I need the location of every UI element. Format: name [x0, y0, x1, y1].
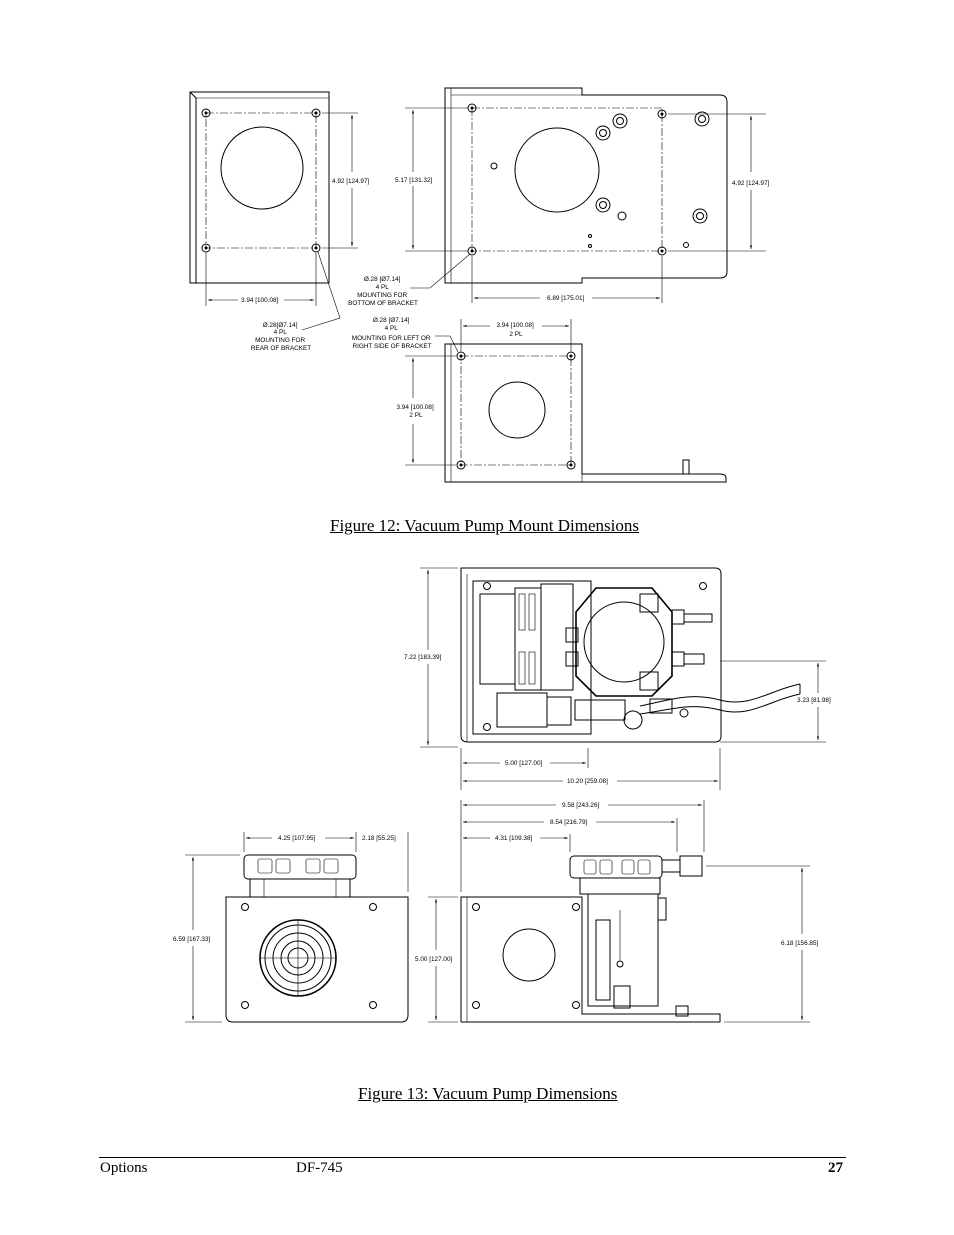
side-mount-holes	[456, 351, 576, 470]
fan-grille-icon	[259, 919, 337, 997]
pump-top-width-dim-1: 5.00 [127.00]	[505, 760, 543, 767]
pump-top-width-dim-2: 10.20 [259.08]	[567, 778, 608, 785]
bottom-height-dim: 5.17 [131.32]	[395, 177, 433, 184]
footer-section: Options	[100, 1160, 148, 1176]
side-hole-note-line1: Ø.28 [Ø7.14]	[373, 317, 410, 324]
figure-13-caption: Figure 13: Vacuum Pump Dimensions	[358, 1084, 618, 1103]
rear-hole-note-line3: MOUNTING FOR	[255, 337, 305, 344]
rear-width-dim: 3.94 [100.08]	[241, 297, 279, 304]
fig13-pump-front-view: 4.25 [107.95] 2.18 [55.25] 6.59 [167.33]	[173, 832, 409, 1023]
bottom-width-dim: 6.89 [175.01]	[547, 295, 585, 302]
side-hole-note-line4: RIGHT SIDE OF BRACKET	[352, 343, 431, 350]
pump-side-dim-1: 9.58 [243.26]	[562, 802, 600, 809]
pump-side-left-height-dim: 5.00 [127.00]	[415, 956, 453, 963]
figure-12-caption: Figure 12: Vacuum Pump Mount Dimensions	[330, 516, 639, 535]
side-height-dim-qty: 2 PL	[409, 412, 423, 419]
pump-side-dim-2: 8.54 [216.79]	[550, 819, 588, 826]
footer-divider	[99, 1157, 846, 1158]
rear-hole-note-line4: REAR OF BRACKET	[251, 345, 311, 352]
pump-front-height-dim: 6.59 [167.33]	[173, 936, 211, 943]
fig12-side-bracket-view: 3.94 [100.08] 2 PL 3.94 [100.08] 2 PL Ø.…	[352, 317, 727, 483]
rear-mount-holes	[201, 108, 321, 253]
svg-text:3.94 [100.08] 2 PL: 3.94 [100.08] 2 PL	[396, 404, 435, 419]
pump-front-dim-b: 2.18 [55.25]	[362, 835, 396, 842]
side-top-dim: 3.94 [100.08]	[496, 322, 534, 329]
pump-top-height-dim: 7.22 [183.39]	[404, 654, 442, 661]
svg-text:Ø.28[Ø7.14] 4 PL M: Ø.28[Ø7.14] 4 PL MOUNTING FOR REAR OF BR…	[251, 322, 311, 352]
bottom-hole-note-line3: MOUNTING FOR	[357, 292, 407, 299]
footer-page-number: 27	[828, 1160, 843, 1176]
bottom-hole-note-line4: BOTTOM OF BRACKET	[348, 300, 418, 307]
footer-model: DF-745	[296, 1160, 343, 1176]
fig13-pump-top-view: 7.22 [183.39] 3.23 [81.98] 5.00 [127.00]…	[404, 567, 831, 790]
rear-height-dim: 4.92 [124.97]	[332, 178, 370, 185]
side-top-dim-qty: 2 PL	[509, 331, 523, 338]
rear-hole-note-line1: Ø.28[Ø7.14]	[263, 322, 298, 329]
pump-side-dim-3: 4.31 [109.38]	[495, 835, 533, 842]
rear-hole-note-line2: 4 PL	[274, 329, 288, 336]
fig12-bottom-bracket-view: 5.17 [131.32] 4.92 [124.97] 6.89 [175.01…	[348, 87, 770, 307]
pump-cable-dim: 3.23 [81.98]	[797, 697, 831, 704]
side-height-dim: 3.94 [100.08]	[396, 404, 434, 411]
svg-text:3.94 [100.08] 2 PL: 3.94 [100.08] 2 PL	[496, 322, 535, 338]
bottom-hole-note-line1: Ø.28 [Ø7.14]	[364, 276, 401, 283]
fig12-rear-bracket-view: 4.92 [124.97] 3.94 [100.08] Ø.28[Ø7.14] …	[189, 91, 370, 352]
bottom-hole-note-line2: 4 PL	[376, 284, 390, 291]
fig13-pump-side-view: 9.58 [243.26] 8.54 [216.79] 4.31 [109.38…	[415, 800, 819, 1023]
svg-text:Ø.28 [Ø7.14] 4 PL: Ø.28 [Ø7.14] 4 PL MOUNTING FOR BOTTOM OF…	[348, 276, 418, 307]
svg-text:Ø.28 [Ø7.14] 4 PL: Ø.28 [Ø7.14] 4 PL MOUNTING FOR LEFT OR R…	[352, 317, 432, 350]
side-hole-note-line2: 4 PL	[385, 325, 399, 332]
pump-side-right-height-dim: 6.18 [156.85]	[781, 940, 819, 947]
bottom-mount-holes	[467, 103, 710, 256]
pump-front-dim-a: 4.25 [107.95]	[278, 835, 316, 842]
side-hole-note-line3: MOUNTING FOR LEFT OR	[352, 335, 431, 342]
bottom-right-height-dim: 4.92 [124.97]	[732, 180, 770, 187]
